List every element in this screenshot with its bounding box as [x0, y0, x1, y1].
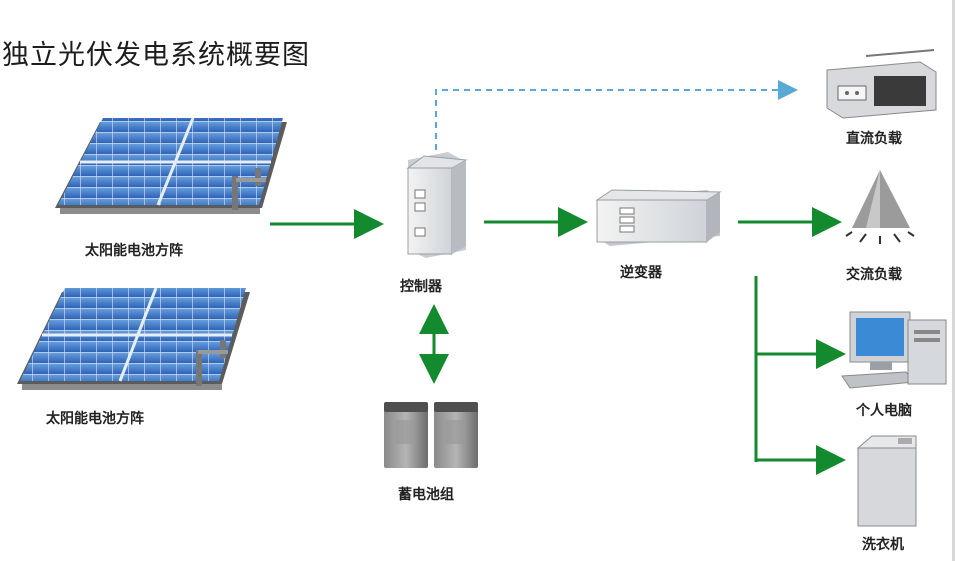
lamp-icon — [845, 170, 915, 244]
solar-array-1-icon — [55, 117, 287, 214]
diagram-title: 独立光伏发电系统概要图 — [2, 40, 310, 71]
dc-load-label: 直流负载 — [846, 131, 902, 147]
controller-icon — [406, 152, 468, 258]
right-border — [952, 0, 955, 561]
computer-icon — [841, 311, 947, 389]
inverter-label: 逆变器 — [620, 265, 662, 281]
washing-machine-icon — [856, 435, 917, 527]
pc-label: 个人电脑 — [856, 403, 912, 419]
solar-array-1-label: 太阳能电池方阵 — [85, 243, 183, 259]
solar-array-2-icon — [17, 287, 250, 390]
solar-array-2-label: 太阳能电池方阵 — [46, 411, 144, 427]
radio-icon — [826, 49, 937, 119]
controller-label: 控制器 — [400, 279, 442, 295]
battery-icon — [384, 402, 478, 468]
dashed-arrow-to-dc-load — [435, 80, 798, 150]
washer-label: 洗衣机 — [862, 537, 904, 553]
ac-load-label: 交流负载 — [846, 267, 902, 283]
inverter-icon — [595, 189, 722, 246]
battery-label: 蓄电池组 — [398, 487, 454, 503]
